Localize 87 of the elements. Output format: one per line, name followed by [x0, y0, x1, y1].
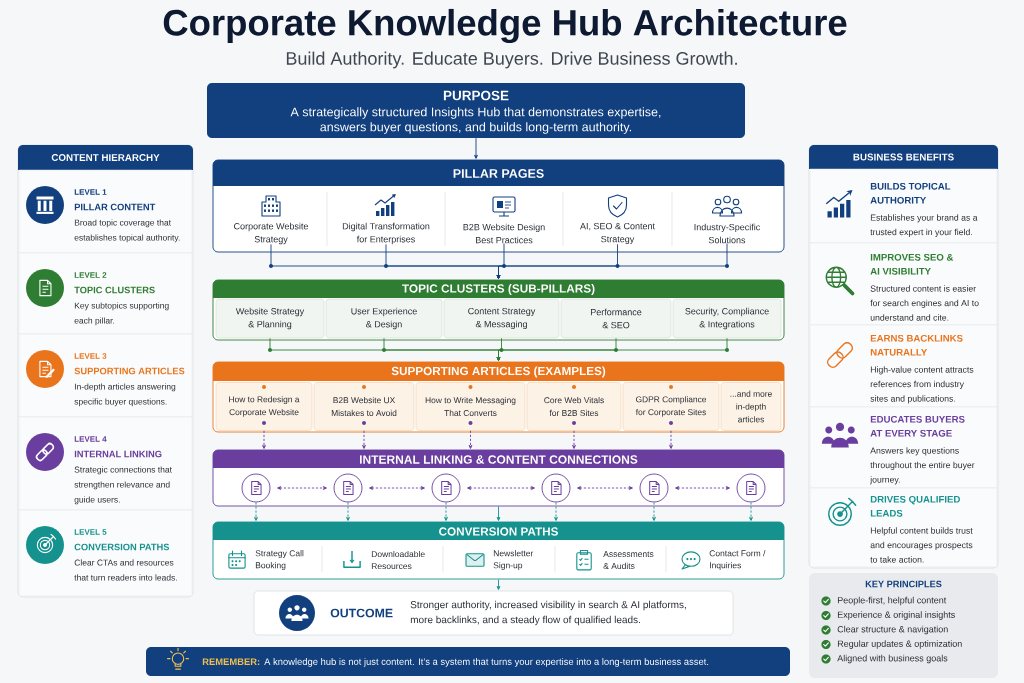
panel-header: PILLAR PAGES	[213, 160, 784, 186]
dashed-double-arrow	[577, 486, 633, 490]
benefit-text: Answers key questions throughout the entire buyer journey.	[870, 447, 975, 485]
pillar-label: B2B Website Design Best Practices	[463, 223, 545, 244]
reminder-text: A knowledge hub is not just content. It’s a system that turns your expertise into a long-term business asset.	[264, 658, 709, 667]
benefit-text: Establishes your brand as a trusted expert in your field.	[870, 214, 978, 237]
dashed-arrow	[652, 502, 656, 521]
banner-heading: PURPOSE	[443, 90, 509, 101]
dashed-arrow	[468, 430, 473, 449]
level-title: CONVERSION PATHS	[74, 543, 170, 551]
benefit-title: EARNS BACKLINKS NATURALLY	[870, 334, 963, 356]
path-label: Strategy Call Booking	[255, 550, 304, 570]
dashed-double-arrow	[277, 486, 327, 490]
benefit-title: DRIVES QUALIFIED LEADS	[870, 495, 960, 517]
arrow	[474, 137, 478, 159]
path-label: Downloadable Resources	[371, 550, 425, 570]
path-label: Assessments & Audits	[603, 551, 654, 569]
level-label: LEVEL 5	[74, 529, 107, 535]
principle-item: Aligned with business goals	[837, 654, 948, 664]
level-text: Clear CTAs and resources that turn readers into leads.	[74, 559, 177, 581]
benefit-text: Structured content is easier for search engines and AI to understand and cite.	[870, 285, 979, 321]
pillar-label: Industry-Specific Solutions	[694, 223, 761, 244]
level-label: LEVEL 4	[74, 436, 107, 442]
cluster-box: Security, Compliance & Integrations	[672, 298, 782, 339]
path-label: Contact Form / Inquiries	[709, 550, 766, 570]
card-heading: KEY PRINCIPLES	[865, 580, 942, 588]
level-title: SUPPORTING ARTICLES	[74, 367, 185, 375]
article-box: How to Write Messaging That Converts	[415, 382, 526, 431]
cluster-box: Performance & SEO	[560, 298, 672, 339]
principle-item: Regular updates & optimization	[837, 640, 962, 649]
path-label: Newsletter Sign-up	[493, 550, 534, 570]
banner-text: A strategically structured Insights Hub that demonstrates expertise, answers buyer questions, and builds long-term authority.	[290, 107, 661, 134]
arrow	[496, 506, 501, 521]
pillar-label: Corporate Website Strategy	[234, 222, 309, 245]
dashed-double-arrow	[369, 486, 425, 490]
pillar-label: Digital Transformation for Enterprises	[342, 222, 430, 245]
dashed-double-arrow	[467, 486, 535, 490]
panel-header: CONTENT HIERARCHY	[18, 145, 193, 170]
level-text: Strategic connections that strengthen relevance and guide users.	[74, 466, 172, 505]
benefit-title: IMPROVES SEO & AI VISIBILITY	[870, 253, 954, 275]
panel-header: BUSINESS BENEFITS	[809, 145, 998, 169]
panel-header: INTERNAL LINKING & CONTENT CONNECTIONS	[213, 450, 784, 468]
dashed-arrow	[669, 430, 673, 449]
cluster-box: User Experience & Design	[325, 298, 443, 339]
reminder-label: REMEMBER:	[202, 658, 260, 665]
outcome-text: Stronger authority, increased visibility in search & AI platforms, more backlinks, and a steady flow of qualified leads.	[410, 600, 686, 626]
dashed-arrow	[346, 502, 350, 521]
dashed-arrow	[362, 430, 366, 449]
level-title: INTERNAL LINKING	[74, 450, 162, 458]
level-label: LEVEL 1	[74, 189, 107, 195]
principle-item: Clear structure & navigation	[837, 625, 948, 635]
article-box: ...and more in-depth articles	[720, 382, 782, 431]
article-box: How to Redesign a Corporate Website	[215, 382, 313, 431]
level-text: Broad topic coverage that establishes topical authority.	[74, 219, 180, 243]
cluster-box: Website Strategy & Planning	[215, 298, 325, 339]
benefit-title: BUILDS TOPICAL AUTHORITY	[870, 182, 951, 204]
principle-item: Experience & original insights	[837, 611, 955, 620]
panel-header: TOPIC CLUSTERS (SUB-PILLARS)	[213, 280, 784, 298]
dashed-arrow	[554, 502, 558, 521]
dashed-arrow	[749, 502, 753, 521]
arrow	[496, 337, 728, 361]
level-label: LEVEL 3	[74, 353, 107, 359]
pillar-label: AI, SEO & Content Strategy	[580, 222, 655, 245]
arrow	[496, 579, 501, 591]
level-text: In-depth articles answering specific buyer questions.	[74, 383, 176, 407]
benefit-title: EDUCATES BUYERS AT EVERY STAGE	[870, 415, 965, 437]
level-text: Key subtopics supporting each pillar.	[74, 302, 169, 326]
article-box: Core Web Vitals for B2B Sites	[526, 382, 622, 431]
cluster-box: Content Strategy & Messaging	[443, 298, 560, 339]
level-title: TOPIC CLUSTERS	[74, 286, 155, 294]
panel-header: SUPPORTING ARTICLES (EXAMPLES)	[213, 362, 784, 381]
dashed-double-arrow	[675, 486, 730, 490]
article-box: B2B Website UX Mistakes to Avoid	[313, 382, 415, 431]
article-box: GDPR Compliance for Corporate Sites	[622, 382, 720, 431]
dashed-arrow	[262, 430, 266, 449]
panel-header: CONVERSION PATHS	[213, 522, 784, 540]
level-label: LEVEL 2	[74, 272, 107, 278]
level-title: PILLAR CONTENT	[74, 203, 156, 211]
benefit-text: Helpful content builds trust and encourages prospects to take action.	[870, 527, 973, 563]
arrow	[496, 243, 728, 279]
dashed-arrow	[572, 430, 576, 449]
benefit-text: High-value content attracts references from industry sites and publications.	[870, 366, 974, 404]
principle-item: People-first, helpful content	[837, 596, 947, 606]
outcome-heading: OUTCOME	[330, 608, 393, 618]
title: Corporate Knowledge Hub Architecture	[163, 8, 847, 44]
dashed-arrow	[444, 502, 448, 521]
dashed-arrow	[254, 502, 258, 521]
